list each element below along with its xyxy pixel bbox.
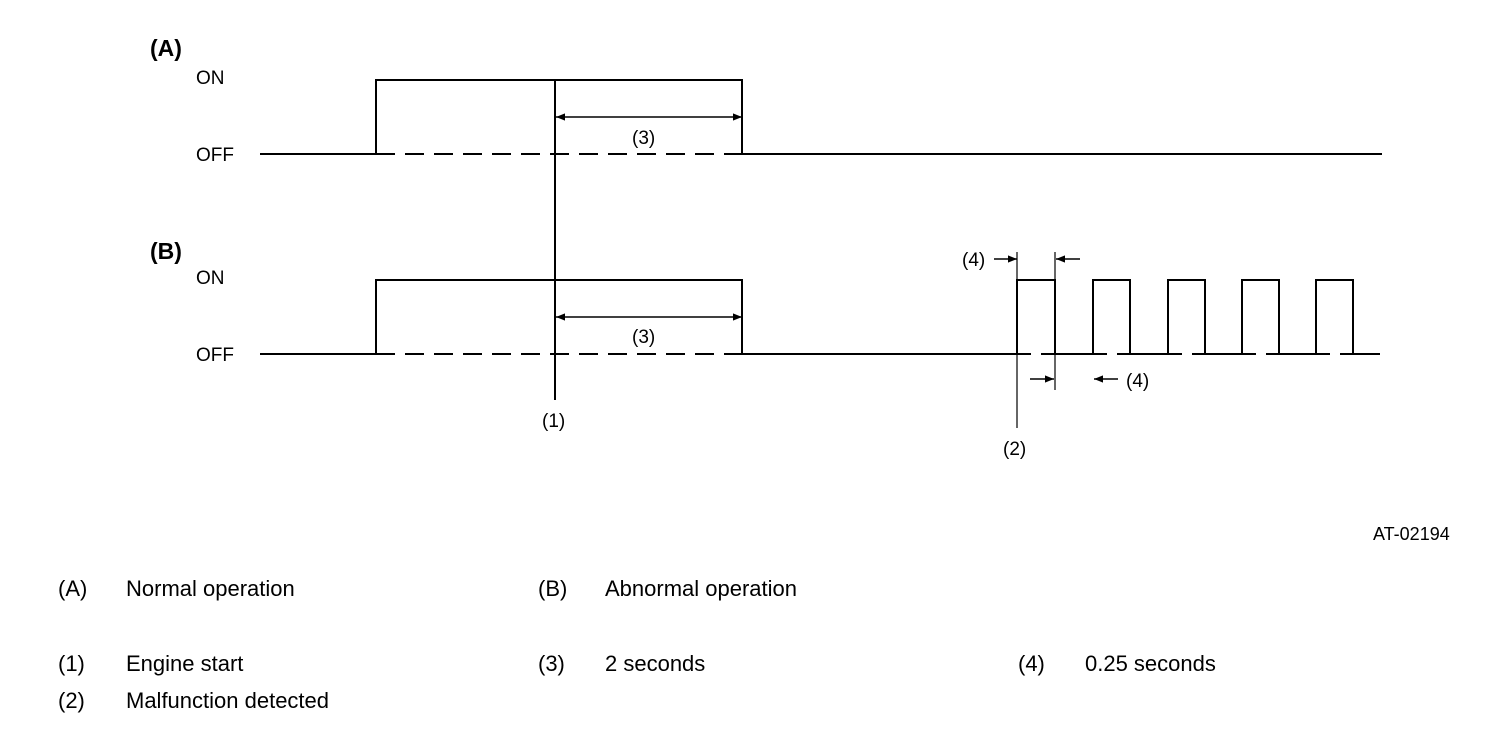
figure-id: AT-02194 [1373,524,1450,544]
malfunction-callout: (2) [1003,439,1026,460]
legend-key-a: (A) [58,576,88,601]
legend-text-1: Engine start [126,651,244,676]
legend-key-4: (4) [1018,651,1045,676]
legend-key-b: (B) [538,576,568,601]
legend-text-a: Normal operation [126,576,295,601]
engine-start-callout: (1) [542,411,565,432]
legend-text-2: Malfunction detected [126,688,330,713]
timing-diagram: (A) ON OFF (3) (1) (B) ON OFF (3) (2) (4… [150,35,1382,460]
legend-key-3: (3) [538,651,565,676]
signal-b-waveform [260,279,1380,355]
signal-a-off-label: OFF [196,145,234,166]
legend-text-3: 2 seconds [605,651,706,676]
signal-a-waveform [260,79,1382,155]
legend-key-1: (1) [58,651,85,676]
signal-a-duration-callout: (3) [632,128,655,149]
legend-text-4: 0.25 seconds [1085,651,1216,676]
pulse-on-callout: (4) [962,250,985,271]
signal-b-label: (B) [150,238,182,264]
pulse-off-callout: (4) [1126,371,1149,392]
signal-b-on-label: ON [196,268,225,289]
signal-a-on-label: ON [196,68,225,89]
legend-key-2: (2) [58,688,85,713]
signal-a-label: (A) [150,35,182,61]
signal-b-duration-callout: (3) [632,327,655,348]
signal-b-off-label: OFF [196,345,234,366]
legend-text-b: Abnormal operation [605,576,798,601]
